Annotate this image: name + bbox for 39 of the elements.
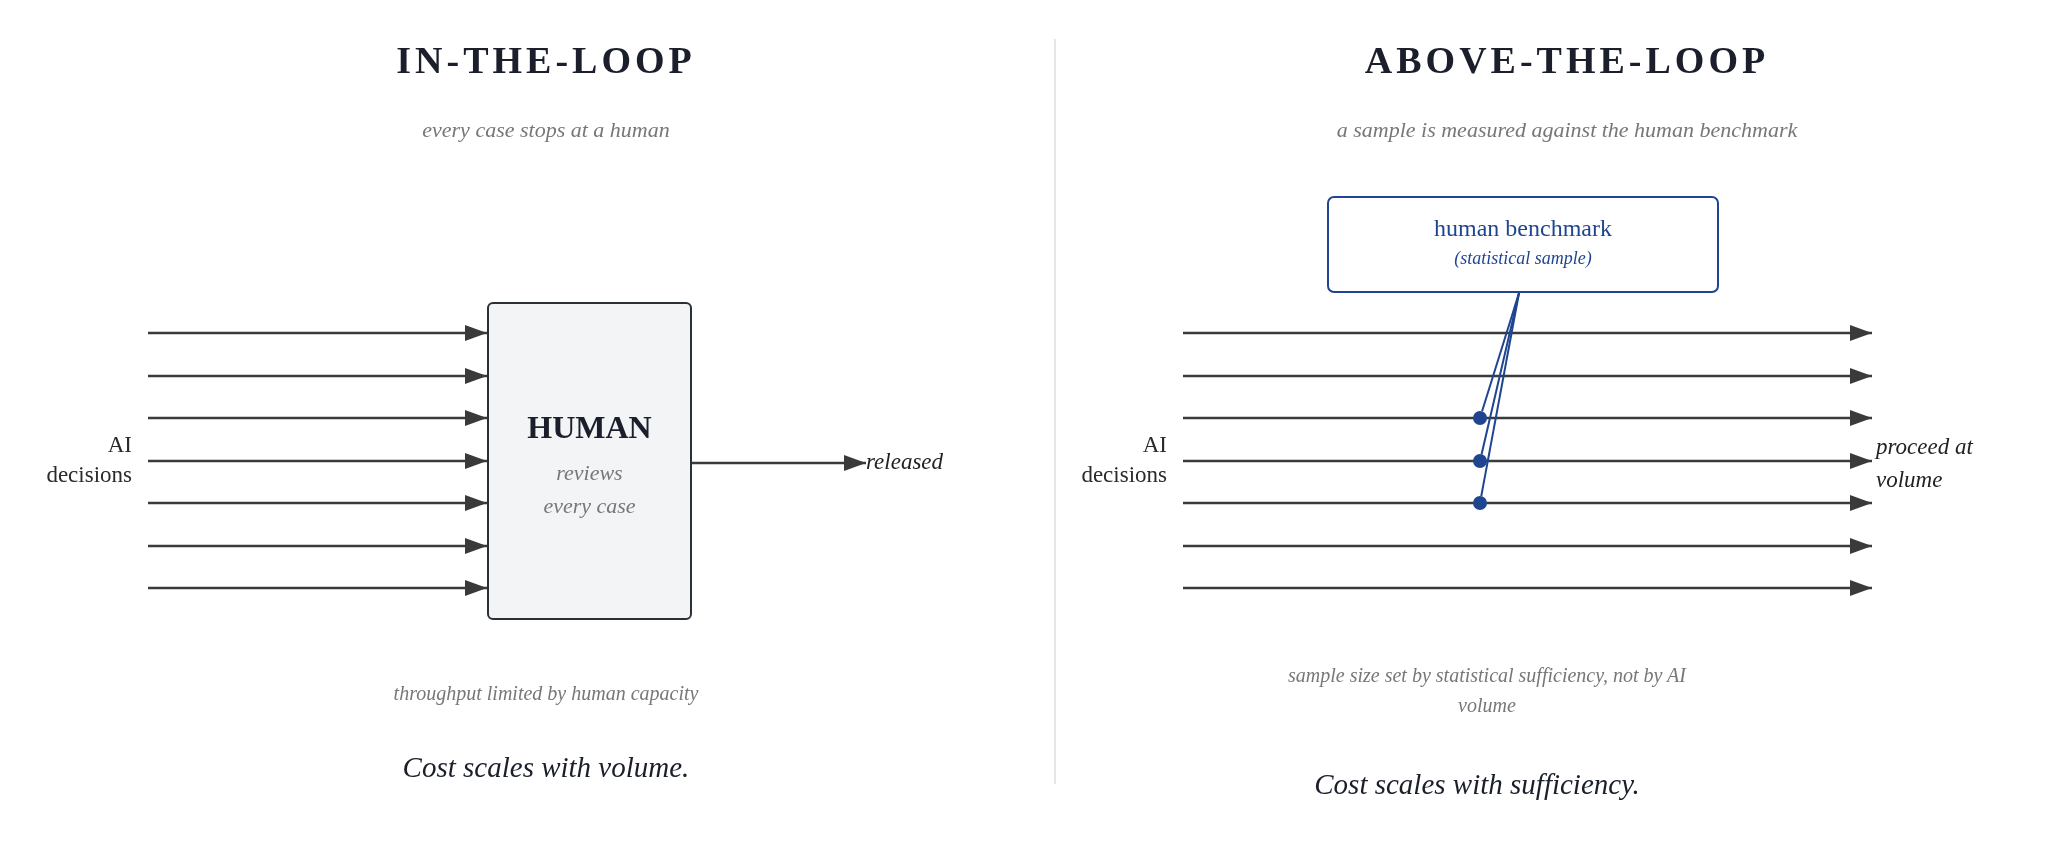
box-description: (statistical sample) bbox=[1454, 248, 1592, 269]
process-box bbox=[487, 302, 692, 620]
arrow bbox=[1183, 495, 1872, 511]
panel-title: ABOVE-THE-LOOP bbox=[1363, 38, 1771, 82]
arrow bbox=[1183, 538, 1872, 554]
box-heading: human benchmark bbox=[1434, 215, 1612, 242]
arrow bbox=[1183, 580, 1872, 596]
arrow bbox=[692, 455, 866, 471]
connector-line bbox=[1481, 292, 1520, 413]
panel-subtitle: every case stops at a human bbox=[421, 117, 671, 143]
connector-line bbox=[1480, 292, 1520, 456]
input-label: AI decisions bbox=[46, 431, 132, 489]
arrow bbox=[1183, 368, 1872, 384]
arrow bbox=[148, 453, 487, 469]
output-label: proceed at volume bbox=[1876, 433, 1975, 494]
box-description: reviews every case bbox=[542, 459, 637, 520]
sample-dot bbox=[1473, 411, 1487, 425]
footnote: sample size set by statistical sufficiency, not by AI volume bbox=[1287, 663, 1688, 718]
input-label: AI decisions bbox=[1081, 431, 1167, 489]
sample-dot bbox=[1473, 496, 1487, 510]
arrow bbox=[148, 495, 487, 511]
arrow bbox=[1183, 453, 1872, 469]
arrow bbox=[148, 368, 487, 384]
arrow bbox=[148, 325, 487, 341]
summary-text: Cost scales with sufficiency. bbox=[1313, 768, 1641, 801]
arrow bbox=[1183, 325, 1872, 341]
panel-title: IN-THE-LOOP bbox=[395, 38, 697, 82]
summary-text: Cost scales with volume. bbox=[401, 751, 691, 784]
arrow bbox=[148, 580, 487, 596]
benchmark-box bbox=[1327, 196, 1719, 293]
connector-line bbox=[1480, 292, 1520, 498]
arrow bbox=[1183, 410, 1872, 426]
arrow bbox=[148, 410, 487, 426]
output-label: released bbox=[866, 447, 944, 476]
box-heading: HUMAN bbox=[527, 409, 652, 446]
sample-dot bbox=[1473, 454, 1487, 468]
arrow bbox=[148, 538, 487, 554]
panel-subtitle: a sample is measured against the human benchmark bbox=[1335, 117, 1799, 143]
footnote: throughput limited by human capacity bbox=[392, 681, 700, 707]
